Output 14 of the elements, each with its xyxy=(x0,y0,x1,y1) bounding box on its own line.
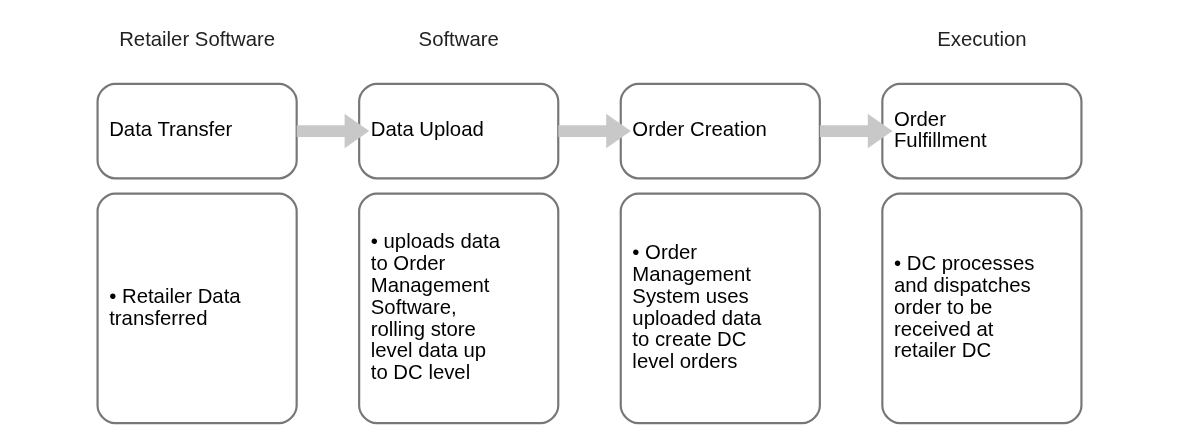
node-box: • uploads data to Order Management Software, rolling store level data up to DC level xyxy=(357,192,559,424)
arrow xyxy=(296,113,369,148)
node-box: • DC processes and dispatches order to be received at retailer DC xyxy=(880,192,1083,424)
arrow xyxy=(819,113,892,148)
label: Retailer Software xyxy=(118,27,275,50)
node-box: • Retailer Data transferred xyxy=(95,192,298,424)
label: Execution xyxy=(936,27,1027,50)
node-box: Data Transfer xyxy=(95,82,298,179)
node-box: Order Creation xyxy=(619,82,821,179)
node-box: • Order Management System uses uploaded data to create DC level orders xyxy=(619,192,821,424)
node-box: Order Fulfillment xyxy=(880,82,1083,179)
label: Software xyxy=(418,27,499,50)
arrow xyxy=(557,113,631,148)
node-box: Data Upload xyxy=(357,82,559,179)
